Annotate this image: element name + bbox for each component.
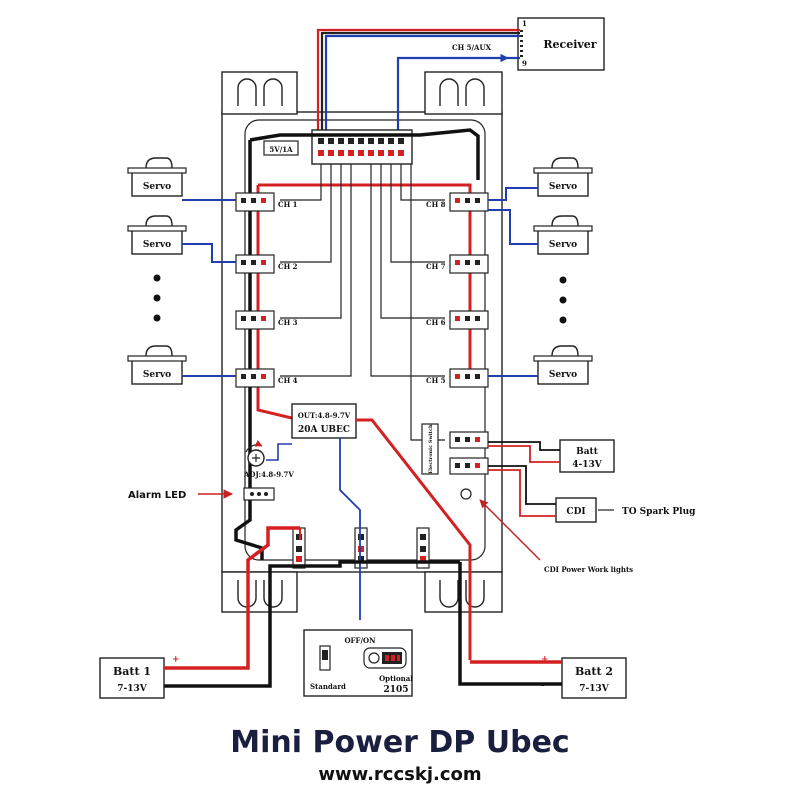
servo: Servo bbox=[127, 157, 187, 197]
channel-label: CH 2 bbox=[278, 262, 298, 271]
batt1-volt: 7-13V bbox=[117, 684, 148, 694]
batt-cdi: Batt 4-13V bbox=[559, 439, 615, 473]
servo-label: Servo bbox=[549, 240, 577, 250]
right-channels: CH 8 CH 7 CH 6 CH 5 bbox=[426, 192, 489, 388]
batt1-plus: + bbox=[172, 655, 180, 665]
servo-label: Servo bbox=[549, 370, 577, 380]
cdi-unit: CDI bbox=[555, 497, 597, 523]
channel-label: CH 8 bbox=[426, 200, 446, 209]
footer-title: Mini Power DP Ubec bbox=[230, 725, 569, 760]
switch-standard: Standard bbox=[310, 682, 346, 691]
switch-offon: OFF/ON bbox=[344, 636, 376, 645]
servos-right: Servo Servo Servo bbox=[533, 157, 593, 385]
channel-connector: CH 5 bbox=[426, 368, 489, 388]
receiver-pin-bottom: 9 bbox=[522, 59, 527, 68]
receiver-pin-top: 1 bbox=[522, 19, 527, 28]
switch-model: 2105 bbox=[383, 685, 408, 695]
channel-label: CH 4 bbox=[278, 376, 298, 385]
channel-connector: CH 3 bbox=[235, 310, 298, 330]
ellipsis-dots bbox=[559, 276, 567, 324]
channel-label: CH 6 bbox=[426, 318, 446, 327]
servos-left: Servo Servo Servo bbox=[127, 157, 187, 385]
channel-connector: CH 4 bbox=[235, 368, 298, 388]
servo-label: Servo bbox=[143, 182, 171, 192]
receiver-wires bbox=[316, 28, 520, 132]
channel-label: CH 1 bbox=[278, 200, 298, 209]
servo-label: Servo bbox=[143, 240, 171, 250]
ellipsis-dots bbox=[153, 274, 161, 322]
ubec-rating: 20A UBEC bbox=[298, 425, 350, 435]
batt2-minus: - bbox=[541, 681, 545, 691]
channel-label: CH 7 bbox=[426, 262, 446, 271]
servo-label: Servo bbox=[143, 370, 171, 380]
channel-connector: CH 8 bbox=[426, 192, 489, 212]
batt1-label: Batt 1 bbox=[113, 665, 151, 678]
adj-knob bbox=[245, 440, 265, 467]
batt2-label: Batt 2 bbox=[575, 665, 613, 678]
cdi-work-lights-label: CDI Power Work lights bbox=[544, 565, 633, 574]
batt-2: Batt 2 7-13V + - bbox=[541, 655, 627, 699]
servo: Servo bbox=[127, 345, 187, 385]
aux-label: CH 5/AUX bbox=[452, 43, 492, 52]
left-channels: CH 1 CH 2 CH 3 CH 4 bbox=[235, 192, 298, 388]
servo: Servo bbox=[533, 215, 593, 255]
channel-connector: CH 2 bbox=[235, 254, 298, 274]
switch-box: OFF/ON Standard Optional 2105 bbox=[303, 629, 413, 697]
batt-1: Batt 1 7-13V + - bbox=[99, 655, 180, 699]
servo-wires bbox=[182, 187, 538, 377]
signal-lines bbox=[280, 164, 445, 441]
electronic-switch: Electronic Switch bbox=[421, 423, 489, 475]
switch-optional: Optional bbox=[379, 674, 413, 683]
spark-plug-label: TO Spark Plug bbox=[622, 507, 696, 517]
ubec-out: OUT:4.8-9.7V bbox=[298, 411, 351, 420]
batt2-volt: 7-13V bbox=[579, 684, 610, 694]
channel-connector: CH 1 bbox=[235, 192, 298, 212]
channel-label: CH 5 bbox=[426, 376, 446, 385]
channel-label: CH 3 bbox=[278, 318, 298, 327]
supply-tag: 5V/1A bbox=[269, 145, 293, 154]
batt2-plus: + bbox=[541, 655, 549, 665]
servo-label: Servo bbox=[549, 182, 577, 192]
footer-url: www.rccskj.com bbox=[318, 764, 481, 785]
batt-cdi-volt: 4-13V bbox=[572, 460, 603, 470]
batt-cdi-label: Batt bbox=[576, 447, 599, 457]
servo: Servo bbox=[533, 345, 593, 385]
receiver: Receiver 1 9 bbox=[517, 17, 605, 71]
adj-label: ADJ:4.8-9.7V bbox=[243, 470, 294, 479]
servo: Servo bbox=[127, 215, 187, 255]
channel-connector: CH 7 bbox=[426, 254, 489, 274]
bottom-connectors bbox=[292, 527, 430, 569]
cdi-label: CDI bbox=[566, 507, 585, 517]
ubec-module: OUT:4.8-9.7V 20A UBEC bbox=[291, 403, 357, 439]
electronic-switch-label: Electronic Switch bbox=[428, 424, 434, 474]
alarm-led bbox=[243, 487, 275, 501]
channel-connector: CH 6 bbox=[426, 310, 489, 330]
alarm-led-label: Alarm LED bbox=[128, 490, 186, 501]
receiver-label: Receiver bbox=[543, 38, 596, 51]
cdi-led bbox=[460, 488, 472, 500]
servo: Servo bbox=[533, 157, 593, 197]
